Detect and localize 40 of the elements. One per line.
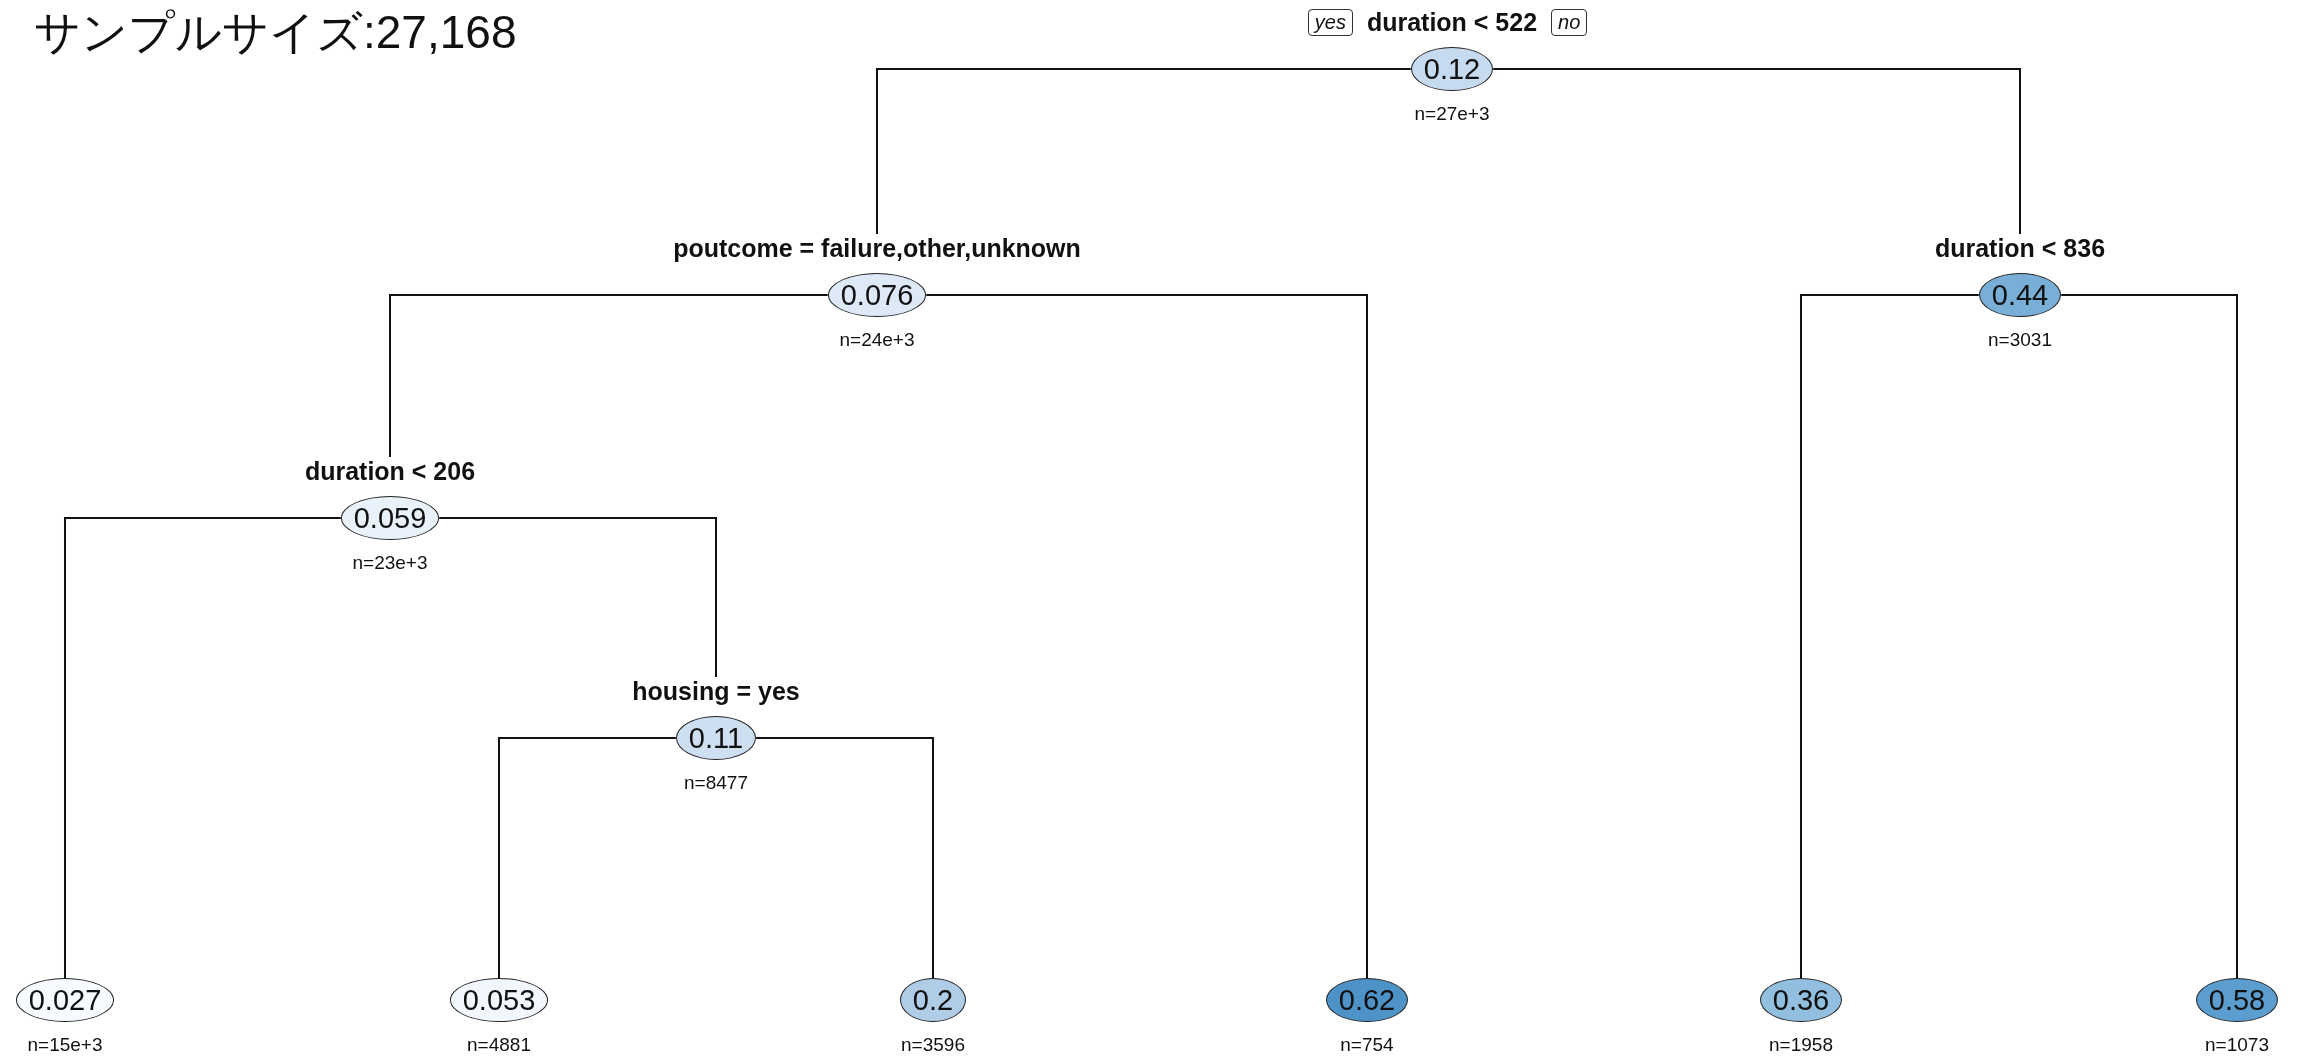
split-label: housing = yes <box>632 677 800 706</box>
sample-count: n=4881 <box>467 1034 531 1056</box>
node-ellipse: 0.053 <box>449 978 549 1022</box>
branch-line <box>1492 68 2021 235</box>
branch-line <box>64 517 342 979</box>
branch-line <box>2060 294 2238 979</box>
sample-count: n=3596 <box>901 1034 965 1056</box>
node-ellipse: 0.62 <box>1325 978 1409 1022</box>
node-ellipse: 0.2 <box>899 978 967 1022</box>
title: サンプルサイズ:27,168 <box>34 5 517 60</box>
split-label: duration < 206 <box>304 457 476 486</box>
node-ellipse: 0.58 <box>2195 978 2279 1022</box>
sample-count: n=1073 <box>2205 1034 2269 1056</box>
node-ellipse: 0.12 <box>1410 47 1494 91</box>
branch-line <box>876 68 1412 235</box>
node-ellipse: 0.36 <box>1759 978 1843 1022</box>
branch-line <box>389 294 829 458</box>
sample-count: n=1958 <box>1769 1034 1833 1056</box>
split-label: duration < 836 <box>1934 234 2106 263</box>
branch-line <box>1800 294 1980 979</box>
branch-line <box>438 517 717 678</box>
sample-count: n=15e+3 <box>27 1034 103 1056</box>
sample-count: n=24e+3 <box>839 329 915 351</box>
sample-count: n=754 <box>1340 1034 1394 1056</box>
sample-count: n=27e+3 <box>1414 103 1490 125</box>
node-ellipse: 0.059 <box>340 496 440 540</box>
sample-count: n=8477 <box>684 772 748 794</box>
split-label: poutcome = failure,other,unknown <box>673 234 1081 263</box>
branch-line <box>755 737 934 979</box>
branch-line <box>498 737 677 979</box>
node-ellipse: 0.11 <box>675 716 757 760</box>
sample-count: n=3031 <box>1988 329 2052 351</box>
edge-label: yes <box>1307 9 1353 36</box>
sample-count: n=23e+3 <box>352 552 428 574</box>
split-label: duration < 522 <box>1366 8 1538 37</box>
node-ellipse: 0.44 <box>1978 273 2062 317</box>
node-ellipse: 0.027 <box>15 978 115 1022</box>
edge-label: no <box>1551 9 1588 36</box>
node-ellipse: 0.076 <box>827 273 927 317</box>
branch-line <box>925 294 1368 979</box>
